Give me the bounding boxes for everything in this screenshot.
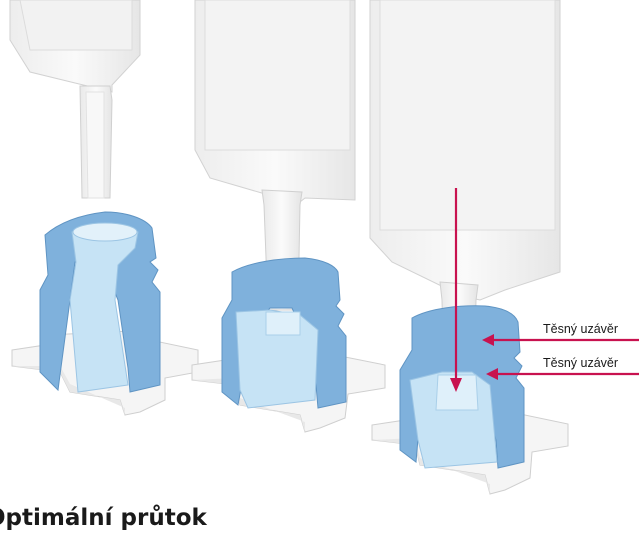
seal-label-upper: Těsný uzávěr	[543, 322, 618, 336]
connector-left	[12, 212, 198, 415]
connector-right	[372, 306, 568, 494]
section-heading: Optimální průtok	[0, 505, 207, 531]
syringe-left	[10, 0, 140, 198]
seal-label-lower: Těsný uzávěr	[543, 356, 618, 370]
connector-middle	[192, 258, 385, 432]
